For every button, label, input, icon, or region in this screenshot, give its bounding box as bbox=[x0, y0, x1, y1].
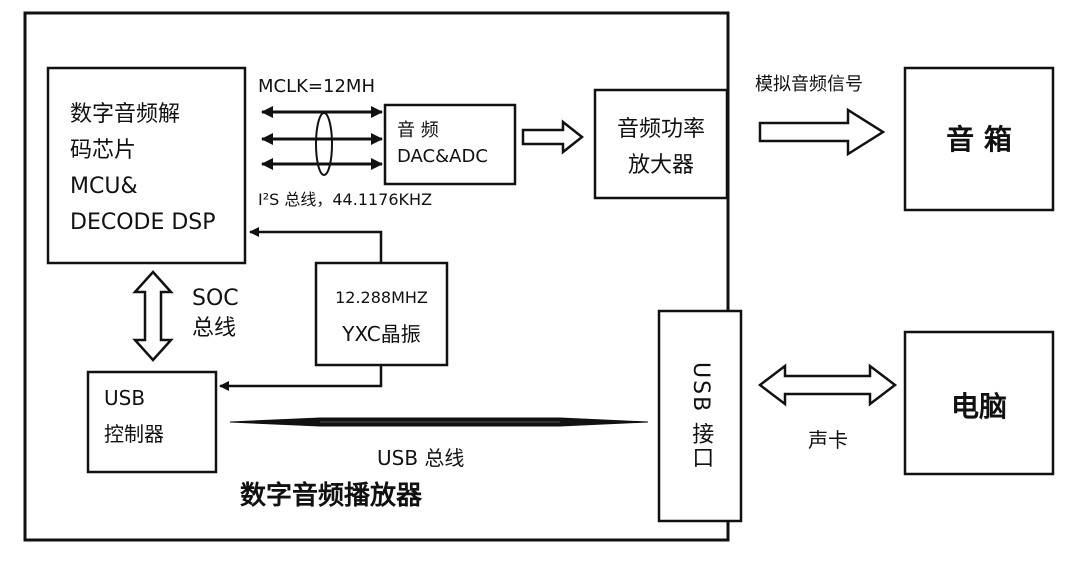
crystal-to-mcu-line bbox=[249, 227, 383, 263]
usb-port-label: USB 接口 bbox=[688, 361, 714, 471]
amp-label-line2: 放大器 bbox=[627, 153, 694, 178]
soc-bus-label-line1: SOC bbox=[192, 286, 239, 311]
usb-port-box bbox=[657, 309, 743, 523]
crystal-to-usb-controller-line bbox=[219, 365, 383, 391]
soc-bus-double-arrow bbox=[132, 270, 174, 362]
dac-label: 音 频 DAC&ADC bbox=[385, 118, 515, 170]
crystal-label: 12.288MHZ YXC晶振 bbox=[316, 287, 447, 347]
soc-bus-label: SOC 总线 bbox=[192, 284, 239, 344]
mcu-box bbox=[46, 66, 247, 265]
bus-bundle-ellipse bbox=[315, 112, 333, 176]
amp-label: 音频功率 放大器 bbox=[595, 112, 727, 184]
player-frame bbox=[23, 11, 730, 542]
usb-bus-label: USB 总线 bbox=[377, 446, 465, 470]
crystal-label-line1: 12.288MHZ bbox=[335, 288, 428, 307]
usb-controller-box bbox=[86, 370, 218, 474]
crystal-label-line2: YXC晶振 bbox=[342, 322, 421, 346]
dac-label-line1: 音 频 bbox=[397, 120, 439, 141]
amp-to-speaker-arrow bbox=[758, 107, 886, 157]
computer-box bbox=[903, 330, 1055, 476]
i2s-bus-label: I²S 总线，44.1176KHZ bbox=[258, 190, 433, 209]
mcu-label-line3: MCU& bbox=[70, 174, 138, 199]
sound-card-label: 声卡 bbox=[808, 428, 848, 452]
speaker-box bbox=[903, 66, 1055, 212]
sound-card-double-arrow bbox=[757, 363, 898, 407]
soc-bus-label-line2: 总线 bbox=[192, 316, 237, 341]
amp-label-line1: 音频功率 bbox=[616, 117, 705, 142]
computer-label: 电脑 bbox=[950, 390, 1007, 423]
dac-label-line2: DAC&ADC bbox=[397, 146, 488, 167]
player-title: 数字音频播放器 bbox=[240, 481, 423, 511]
mcu-label-line2: 码芯片 bbox=[70, 138, 137, 163]
mcu-label-line1: 数字音频解 bbox=[70, 102, 181, 127]
mclk-label: MCLK=12MH bbox=[258, 76, 375, 97]
speaker-label: 音 箱 bbox=[946, 123, 1012, 156]
i2s-bus-lines bbox=[261, 106, 383, 170]
amp-box bbox=[593, 88, 729, 200]
dac-to-amp-arrow bbox=[521, 119, 585, 155]
usb-controller-label: USB 控制器 bbox=[104, 380, 164, 452]
mcu-label-line4: DECODE DSP bbox=[70, 210, 216, 235]
mcu-label: 数字音频解 码芯片 MCU& DECODE DSP bbox=[70, 97, 216, 241]
analog-audio-label: 模拟音频信号 bbox=[755, 74, 863, 95]
dac-box bbox=[383, 103, 517, 186]
usb-controller-label-line2: 控制器 bbox=[104, 422, 164, 446]
usb-controller-label-line1: USB bbox=[104, 386, 146, 410]
